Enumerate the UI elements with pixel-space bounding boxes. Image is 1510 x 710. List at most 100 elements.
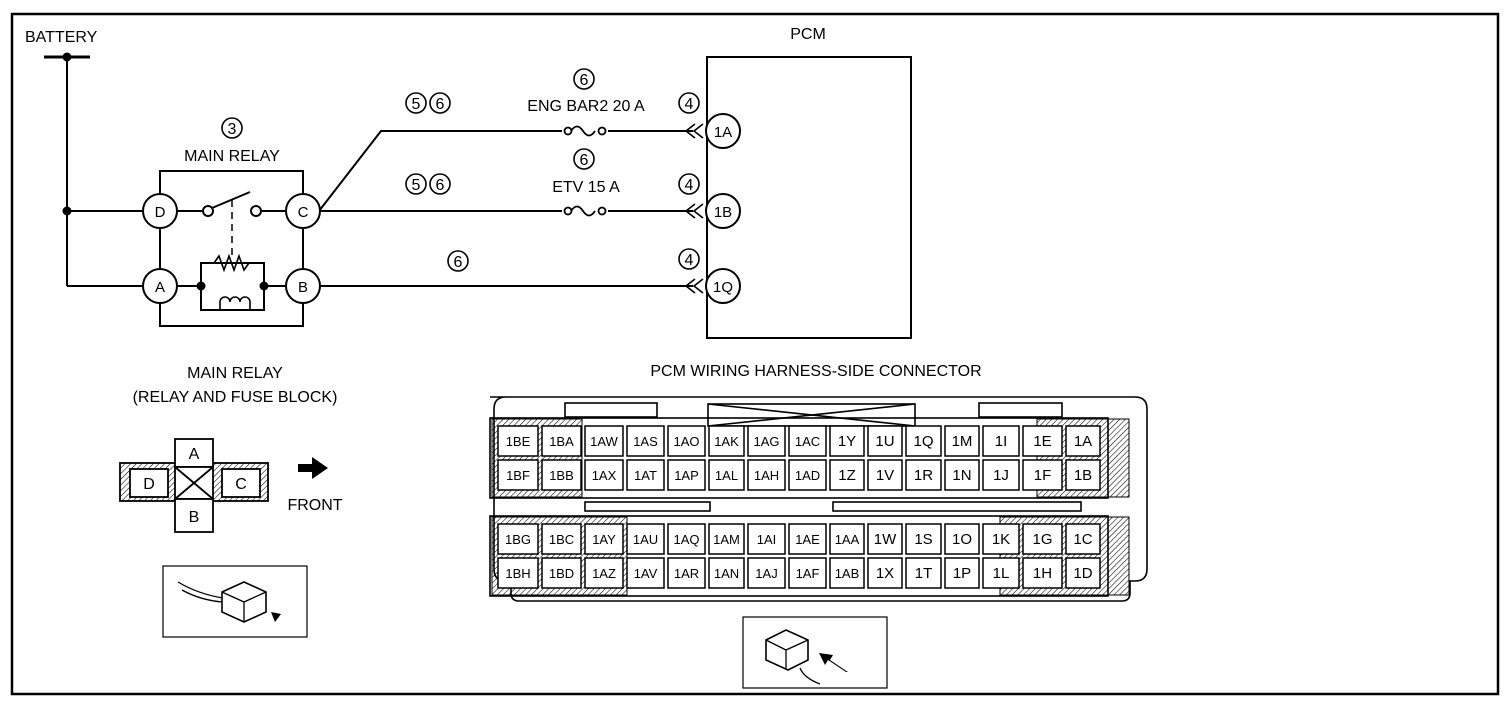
relay-connector-terminal-c: C [235, 476, 247, 493]
pcm-connector-pin-label: 1S [914, 531, 932, 548]
pcm-connector-title: PCM WIRING HARNESS-SIDE CONNECTOR [650, 363, 981, 380]
pcm-connector-cavity [626, 459, 665, 491]
pcm-connector-cavity [708, 557, 745, 589]
pcm-connector-pin-label: 1AS [633, 434, 658, 449]
fuse-label-etv: ETV 15 A [552, 179, 620, 196]
pcm-connector-pin-label: 1Z [838, 467, 856, 484]
pcm-connector-pin-label: 1BC [549, 532, 574, 547]
pcm-connector-cavity [982, 459, 1020, 491]
pcm-connector-cavity [867, 557, 903, 589]
pcm-connector-pin-label: 1AL [715, 468, 738, 483]
relay-terminal-b [285, 268, 321, 304]
pcm-connector-pin-label: 1AY [592, 532, 616, 547]
pcm-connector-cavity [1065, 557, 1101, 589]
callout-main-relay: 3 [228, 121, 237, 138]
fuse-etv [562, 204, 608, 218]
pcm-connector-pin-label: 1AG [753, 434, 779, 449]
pcm-connector-view-icon [742, 616, 888, 689]
fuse-eng-bar2 [562, 124, 608, 138]
pcm-connector-cavity [944, 557, 980, 589]
pcm-connector-pin-label: 1AK [714, 434, 739, 449]
relay-terminal-d-label: D [155, 204, 166, 221]
callout-1a-left-1: 5 [412, 96, 421, 113]
pcm-connector-pin-label: 1AW [590, 434, 618, 449]
pcm-connector-pin-label: 1AM [713, 532, 740, 547]
pcm-connector-cavity [829, 459, 865, 491]
pcm-connector-cavity [982, 557, 1020, 589]
pcm-connector-cavity [541, 459, 582, 491]
diagram-frame [10, 12, 1500, 696]
relay-connector-title: MAIN RELAY [187, 365, 283, 382]
pcm-connector-cavity [584, 459, 624, 491]
pcm-terminal-1q-label: 1Q [713, 279, 733, 296]
pcm-connector-cavity [626, 557, 665, 589]
pcm-connector-cavity [667, 459, 706, 491]
relay-connector-subtitle: (RELAY AND FUSE BLOCK) [133, 389, 338, 406]
pcm-connector-pin-label: 1K [992, 531, 1010, 548]
pcm-connector-pin-label: 1BF [506, 468, 530, 483]
pcm-connector-cavity [829, 425, 865, 457]
pcm-connector-cavity [944, 425, 980, 457]
callout-1q-pcm: 4 [685, 252, 694, 269]
relay-connector-view-icon [162, 565, 308, 638]
pcm-connector-cavity [788, 425, 827, 457]
pcm-connector-cavity [905, 425, 942, 457]
callout-1b-left-2: 6 [436, 177, 445, 194]
pcm-connector-pin-label: 1AD [795, 468, 820, 483]
pcm-connector-pin-label: 1BA [549, 434, 574, 449]
pcm-connector-cavity [584, 557, 624, 589]
pcm-connector-pin-label: 1J [993, 467, 1009, 484]
pcm-connector-pin-label: 1AI [757, 532, 777, 547]
pcm-connector-pin-label: 1W [874, 531, 897, 548]
pcm-connector-pin-label: 1V [876, 467, 894, 484]
pcm-connector-cavity [626, 425, 665, 457]
pcm-connector-cavity [982, 425, 1020, 457]
pcm-connector-cavity [541, 557, 582, 589]
pcm-connector-pin-label: 1I [995, 433, 1008, 450]
pcm-connector-pin-label: 1AT [634, 468, 657, 483]
pcm-connector-pin-label: 1N [952, 467, 971, 484]
pcm-label: PCM [790, 26, 826, 43]
pcm-connector-cavity [1065, 523, 1101, 555]
pcm-connector-pin-label: 1BH [505, 566, 530, 581]
relay-connector-terminal-b: B [189, 509, 200, 526]
pcm-connector-cavity [1065, 425, 1101, 457]
callout-1a-fuse: 6 [580, 72, 589, 89]
relay-terminal-c [285, 193, 321, 229]
relay-terminal-a [142, 268, 178, 304]
relay-terminal-a-label: A [155, 279, 165, 296]
pcm-connector-cavity [944, 459, 980, 491]
pcm-connector-cavity [497, 523, 539, 555]
pcm-connector-pin-label: 1AR [674, 566, 699, 581]
callout-1a-pcm: 4 [685, 96, 694, 113]
schematic [44, 52, 912, 339]
pcm-connector-pin-label: 1Q [913, 433, 933, 450]
pcm-connector-cavity [905, 459, 942, 491]
pcm-connector-pin-label: 1AC [795, 434, 820, 449]
pcm-connector-pin-label: 1F [1034, 467, 1052, 484]
pcm-connector-cavity [788, 523, 827, 555]
relay-connector [119, 438, 269, 533]
pcm-connector-pin-label: 1AJ [755, 566, 777, 581]
pcm-connector-cavity [584, 425, 624, 457]
front-arrow-icon [298, 457, 328, 479]
pcm-connector-cavity [626, 523, 665, 555]
pcm-terminal-1b [705, 193, 741, 229]
relay-terminal-b-label: B [298, 279, 308, 296]
pcm-connector-cavity [708, 523, 745, 555]
pcm-connector-pin-label: 1AB [835, 566, 860, 581]
callout-1b-fuse: 6 [580, 152, 589, 169]
relay-connector-terminal-d: D [143, 476, 155, 493]
pcm-connector-pin-label: 1AA [835, 532, 860, 547]
callout-1b-pcm: 4 [685, 177, 694, 194]
pcm-connector-cavity [497, 557, 539, 589]
pcm-connector-cavity [667, 523, 706, 555]
pcm-connector-pin-label: 1AO [673, 434, 699, 449]
pcm-connector-cavity [747, 523, 786, 555]
pcm-connector-pin-label: 1E [1033, 433, 1051, 450]
pcm-connector-cavity [982, 523, 1020, 555]
pcm-connector-pin-label: 1P [953, 565, 971, 582]
